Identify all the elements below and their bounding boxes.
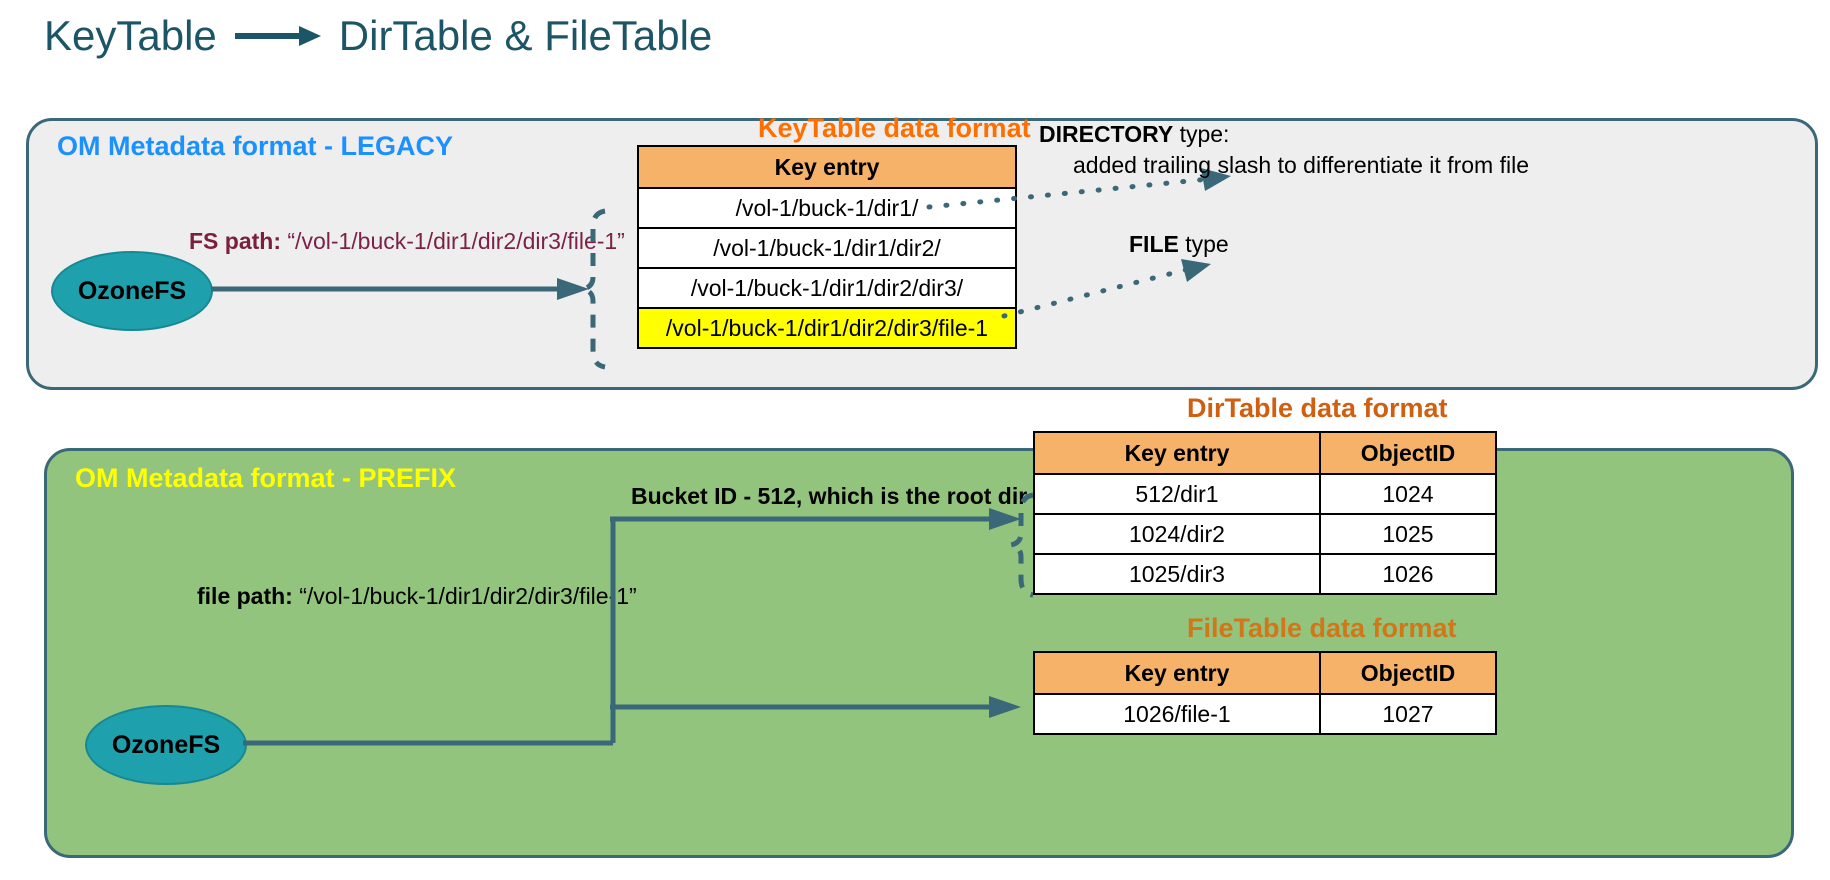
bucket-id-note: Bucket ID - 512, which is the root dir bbox=[631, 483, 1028, 509]
table-row: 1024/dir2 1025 bbox=[1033, 513, 1498, 555]
table-row: /vol-1/buck-1/dir1/dir2/ bbox=[637, 227, 1017, 269]
filetable-cell-objectid: 1027 bbox=[1318, 693, 1498, 735]
directory-type-annotation: DIRECTORY type: added trailing slash to … bbox=[1039, 119, 1529, 181]
fs-path-key: FS path: bbox=[189, 228, 281, 254]
col-key-entry: Key entry bbox=[1033, 431, 1321, 475]
dirtable-cell-key: 1025/dir3 bbox=[1033, 553, 1321, 595]
table-row: 1026/file-1 1027 bbox=[1033, 693, 1498, 735]
keytable: Key entry /vol-1/buck-1/dir1/ /vol-1/buc… bbox=[637, 145, 1017, 349]
title-right-word: DirTable & FileTable bbox=[338, 12, 713, 59]
dirtable-cell-key: 1024/dir2 bbox=[1033, 513, 1321, 555]
title-left-word: KeyTable bbox=[44, 12, 217, 59]
prefix-panel: OM Metadata format - PREFIX OzoneFS file… bbox=[44, 393, 1794, 858]
keytable-cell-key-highlight: /vol-1/buck-1/dir1/dir2/dir3/file-1 bbox=[637, 307, 1017, 349]
col-object-id: ObjectID bbox=[1318, 651, 1498, 695]
file-type-bold: FILE bbox=[1129, 231, 1179, 257]
file-path-label: file path: “/vol-1/buck-1/dir1/dir2/dir3… bbox=[197, 583, 637, 610]
col-key-entry: Key entry bbox=[637, 145, 1017, 189]
ozonefs-node-prefix: OzoneFS bbox=[85, 705, 247, 785]
file-type-rest: type bbox=[1178, 231, 1229, 257]
file-path-key: file path: bbox=[197, 583, 293, 609]
prefix-panel-title: OM Metadata format - PREFIX bbox=[75, 463, 457, 493]
file-type-annotation: FILE type bbox=[1129, 231, 1229, 258]
ozonefs-label: OzoneFS bbox=[111, 730, 221, 759]
dirtable-cell-objectid: 1024 bbox=[1318, 473, 1498, 515]
legacy-panel: OM Metadata format - LEGACY OzoneFS FS p… bbox=[26, 113, 1818, 390]
table-row-highlighted: /vol-1/buck-1/dir1/dir2/dir3/file-1 bbox=[637, 307, 1017, 349]
table-header-row: Key entry bbox=[637, 145, 1017, 189]
dirtable-caption: DirTable data format bbox=[1187, 393, 1448, 423]
filetable-cell-key: 1026/file-1 bbox=[1033, 693, 1321, 735]
filetable: Key entry ObjectID 1026/file-1 1027 bbox=[1033, 651, 1498, 735]
dirtable-cell-key: 512/dir1 bbox=[1033, 473, 1321, 515]
table-row: /vol-1/buck-1/dir1/ bbox=[637, 187, 1017, 229]
fs-path-value: “/vol-1/buck-1/dir1/dir2/dir3/file-1” bbox=[287, 228, 625, 254]
legacy-panel-title: OM Metadata format - LEGACY bbox=[57, 131, 454, 161]
directory-type-detail: added trailing slash to differentiate it… bbox=[1073, 152, 1529, 178]
keytable-cell-key: /vol-1/buck-1/dir1/dir2/dir3/ bbox=[637, 267, 1017, 309]
col-key-entry: Key entry bbox=[1033, 651, 1321, 695]
table-header-row: Key entry ObjectID bbox=[1033, 431, 1498, 475]
ozonefs-label: OzoneFS bbox=[77, 276, 187, 305]
directory-type-rest: type: bbox=[1173, 121, 1230, 147]
page-title: KeyTable DirTable & FileTable bbox=[44, 12, 712, 60]
table-row: 1025/dir3 1026 bbox=[1033, 553, 1498, 595]
table-row: 512/dir1 1024 bbox=[1033, 473, 1498, 515]
ozonefs-node-legacy: OzoneFS bbox=[51, 251, 213, 331]
keytable-caption: KeyTable data format bbox=[758, 113, 1031, 143]
filetable-caption: FileTable data format bbox=[1187, 613, 1457, 643]
fs-path-label: FS path: “/vol-1/buck-1/dir1/dir2/dir3/f… bbox=[189, 228, 625, 255]
prefix-flow-connectors bbox=[243, 492, 1034, 746]
directory-type-bold: DIRECTORY bbox=[1039, 121, 1174, 147]
table-header-row: Key entry ObjectID bbox=[1033, 651, 1498, 695]
keytable-cell-key: /vol-1/buck-1/dir1/dir2/ bbox=[637, 227, 1017, 269]
table-row: /vol-1/buck-1/dir1/dir2/dir3/ bbox=[637, 267, 1017, 309]
dirtable: Key entry ObjectID 512/dir1 1024 1024/di… bbox=[1033, 431, 1498, 595]
keytable-cell-key: /vol-1/buck-1/dir1/ bbox=[637, 187, 1017, 229]
dirtable-cell-objectid: 1025 bbox=[1318, 513, 1498, 555]
dirtable-cell-objectid: 1026 bbox=[1318, 553, 1498, 595]
right-arrow-icon bbox=[234, 23, 321, 49]
file-path-value: “/vol-1/buck-1/dir1/dir2/dir3/file-1” bbox=[299, 583, 637, 609]
col-object-id: ObjectID bbox=[1318, 431, 1498, 475]
